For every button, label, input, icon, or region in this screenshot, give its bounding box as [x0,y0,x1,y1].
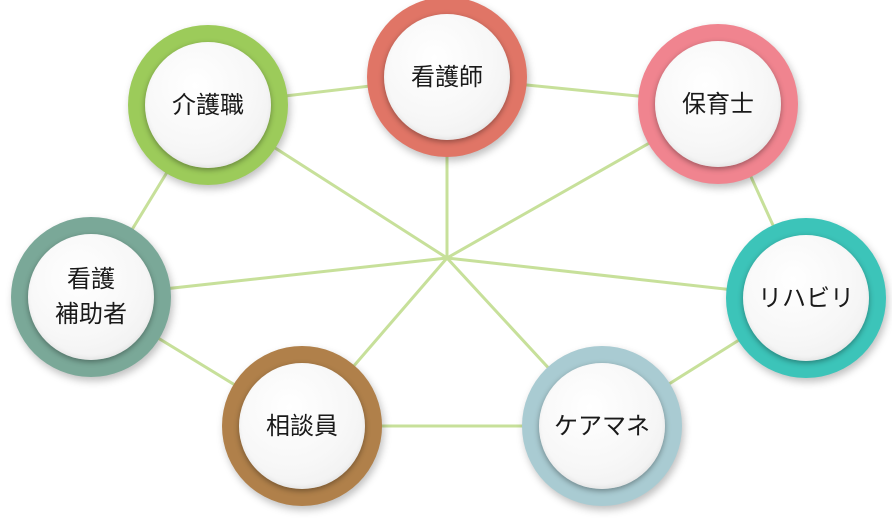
role-node-rehab: リハビリ [726,218,886,378]
role-node-label: 介護職 [172,90,244,119]
role-node-label: 看護 補助者 [55,265,127,328]
role-node-nursing_assistant: 看護 補助者 [11,217,171,377]
role-node-label: 相談員 [266,411,338,440]
role-node-label: 保育士 [682,89,754,118]
role-node-label: 看護師 [411,62,483,91]
role-node-face: 相談員 [239,363,365,489]
role-node-face: 看護 補助者 [28,234,154,360]
role-node-face: 保育士 [655,41,781,167]
role-node-face: 看護師 [384,14,510,140]
role-node-face: ケアマネ [539,363,665,489]
role-node-label: リハビリ [758,283,854,312]
role-node-face: 介護職 [145,42,271,168]
role-node-face: リハビリ [743,235,869,361]
role-node-nurse: 看護師 [367,0,527,157]
role-node-caregiver: 介護職 [128,25,288,185]
role-node-childcare: 保育士 [638,24,798,184]
role-node-caremanager: ケアマネ [522,346,682,506]
role-node-counselor: 相談員 [222,346,382,506]
role-node-label: ケアマネ [554,411,650,440]
